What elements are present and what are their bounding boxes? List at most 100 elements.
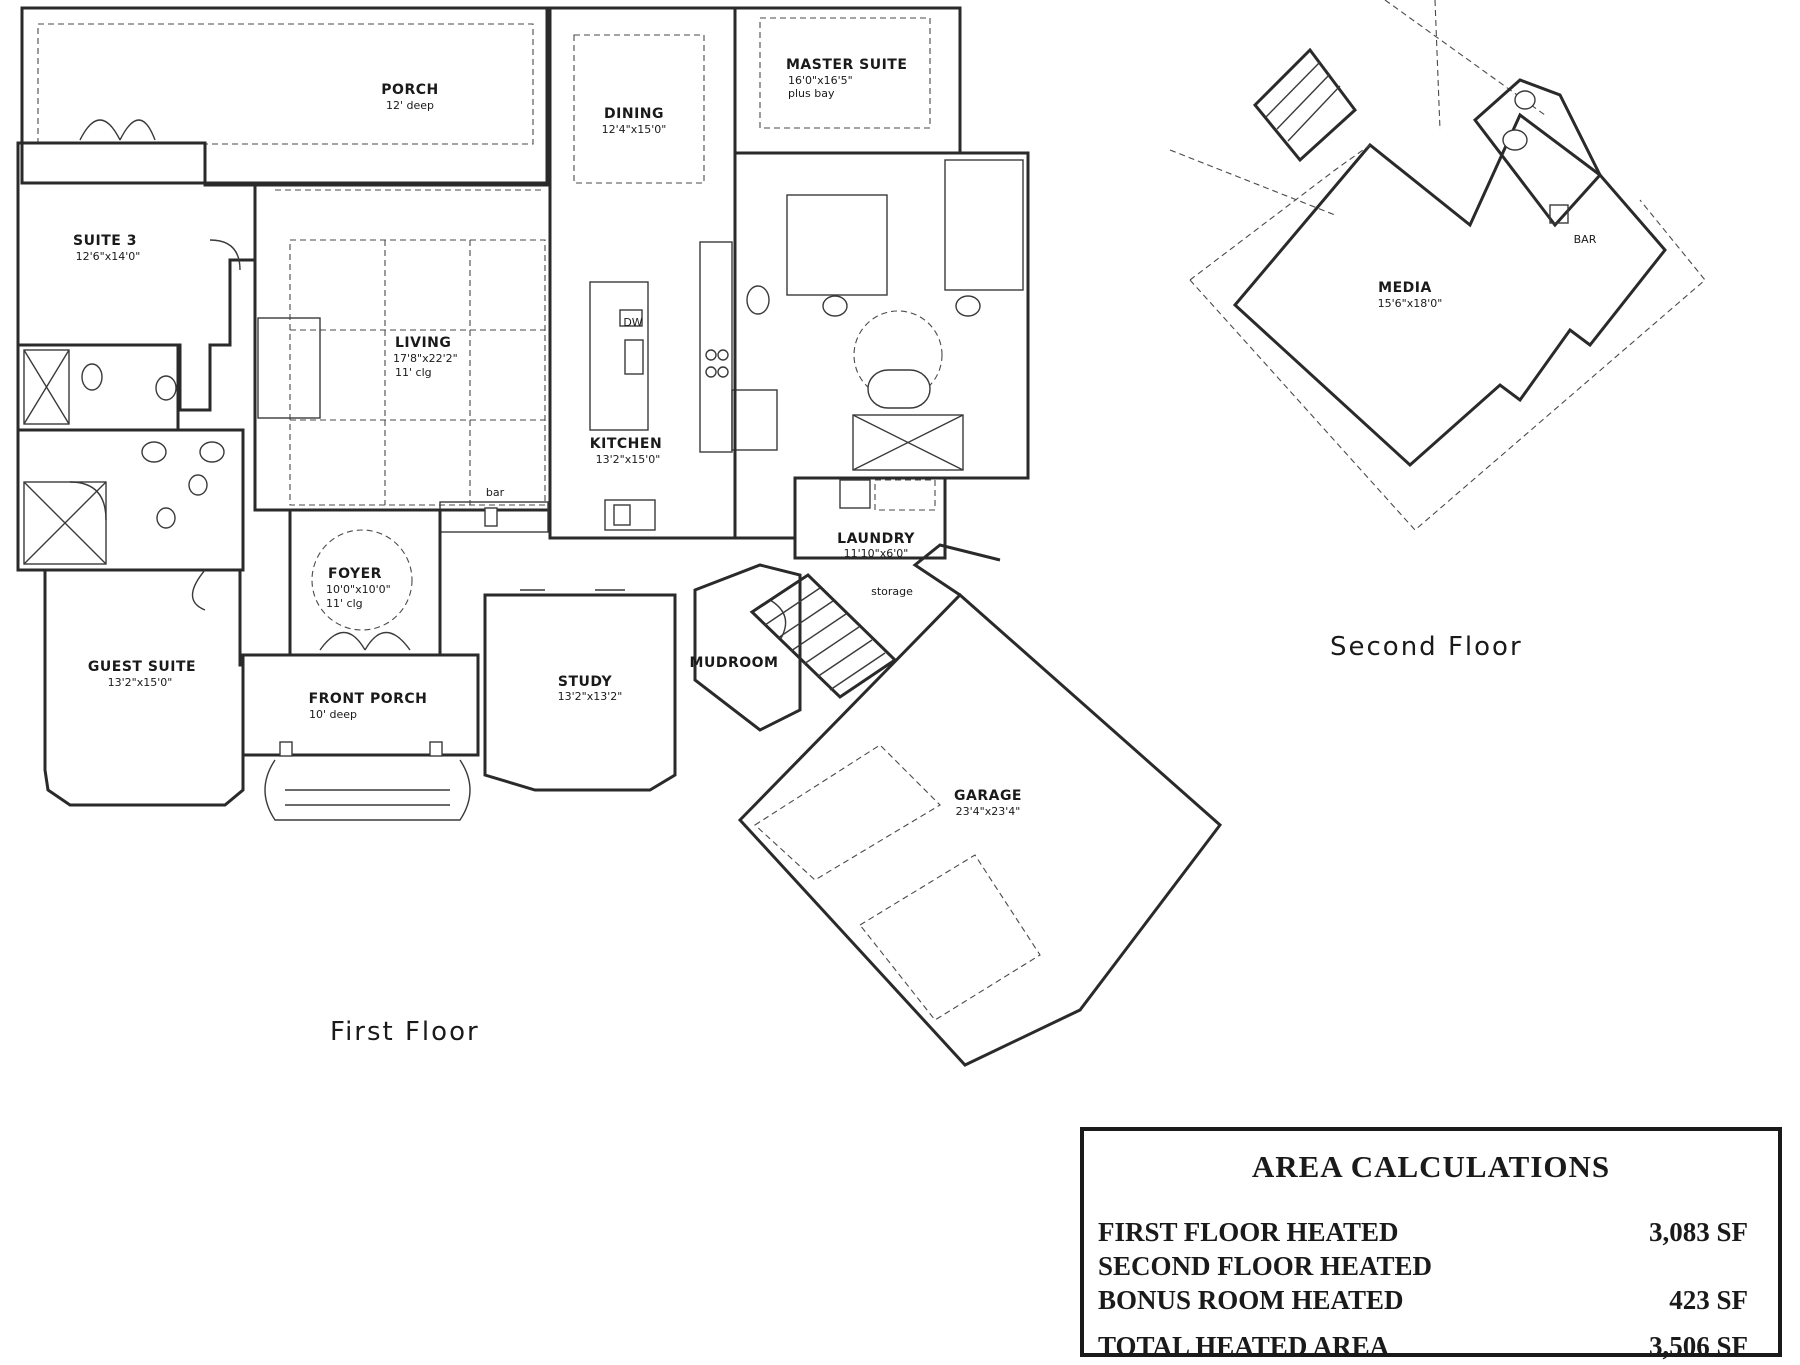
sink-icon [624,339,644,375]
front-porch-outline [241,653,480,757]
room-name-mudroom: MUDROOM [690,655,779,671]
first-floor-plan [16,6,1223,1067]
parking-space-2 [859,854,1041,1021]
toilet-icon [746,285,770,315]
area-row-second-floor: SECOND FLOOR HEATED [1098,1251,1748,1285]
room-name-porch: PORCH [381,82,438,98]
room-dims-dining: 12'4"x15'0" [602,123,667,136]
kitchen-counter-low [604,499,656,531]
range-icon [705,349,729,378]
area-row-value: 3,083 SF [1648,1217,1748,1247]
second-floor-bath-outline [1472,78,1602,228]
area-row-bonus-room: BONUS ROOM HEATED 423 SF [1098,1285,1748,1319]
guest-suite-outline [43,568,245,807]
room-name-front-porch: FRONT PORCH [309,691,428,707]
area-calculations-title: AREA CALCULATIONS [1251,1149,1611,1184]
second-floor-plan [1169,0,1706,531]
sink-icon [188,474,208,496]
storage-outline [912,543,1001,597]
room-name-foyer: FOYER [328,566,382,582]
room-dims-guest-suite: 13'2"x15'0" [108,676,173,689]
room-dims-media: 15'6"x18'0" [1378,297,1443,310]
area-row-total: TOTAL HEATED AREA 3,506 SF [1098,1331,1748,1365]
porch-outline [20,6,549,185]
sink-icon [155,375,177,401]
room-name-suite-3: SUITE 3 [73,233,137,249]
room-name-study: STUDY [558,674,613,690]
storage-label: storage [871,585,913,598]
sink-icon [822,295,848,317]
sink-icon [156,507,176,529]
room-name-guest-suite: GUEST SUITE [88,659,196,675]
garage-outline [737,592,1223,1067]
closet-1 [786,194,888,296]
room-name-laundry: LAUNDRY [837,531,915,547]
dishwasher-icon [619,309,643,327]
room-dims-study: 13'2"x13'2" [558,690,623,703]
second-floor-stairs-icon [1252,47,1358,163]
second-floor-label: Second Floor [1330,632,1523,662]
bar-label: bar [486,486,505,499]
washer-icon [839,479,871,509]
room-note-master-suite: plus bay [788,87,835,100]
dishwasher-label: DW [623,316,642,329]
porch-double-door [79,119,156,141]
sink-icon [955,295,981,317]
suite-3-door-swing [209,239,241,271]
tub-surround [853,310,943,400]
porch-ceiling-outline [37,23,534,145]
guest-suite-door [191,569,206,611]
master-shower [852,414,964,471]
room-dims-front-porch: 10' deep [309,708,357,721]
foyer-ceiling [311,529,413,631]
room-dims-kitchen: 13'2"x15'0" [596,453,661,466]
room-dims-foyer: 10'0"x10'0" [326,583,391,596]
shower-1 [23,349,70,425]
room-name-dining: DINING [604,106,664,122]
room-dims-laundry: 11'10"x6'0" [844,547,909,560]
area-row-label: TOTAL HEATED AREA [1098,1331,1390,1361]
room-note-foyer: 11' clg [326,597,363,610]
toilet-icon [141,441,167,463]
fireplace-icon [257,317,321,419]
area-row-label: FIRST FLOOR HEATED [1098,1217,1399,1247]
pantry [731,389,778,451]
area-row-value: 423 SF [1669,1285,1748,1315]
room-dims-garage: 23'4"x23'4" [956,805,1021,818]
second-floor-bar-label: BAR [1574,233,1597,246]
room-labels: PORCH 12' deep DINING 12'4"x15'0" MASTER… [73,57,1597,1047]
room-name-master-suite: MASTER SUITE [786,57,907,73]
laundry-outline [793,476,947,560]
parking-space-1 [754,744,941,881]
closet-2 [944,159,1024,291]
dining-ceiling-outline [573,34,705,184]
living-ceiling-grid [275,189,546,506]
bathtub-icon [867,369,931,409]
laundry-counter [874,479,936,511]
room-dims-master-suite: 16'0"x16'5" [788,74,853,87]
area-row-first-floor: FIRST FLOOR HEATED 3,083 SF [1098,1217,1748,1251]
sink-icon [1514,90,1536,110]
room-dims-porch: 12' deep [386,99,434,112]
toilet-icon [81,363,103,391]
toilet-icon [199,441,225,463]
area-calculations-table: AREA CALCULATIONS FIRST FLOOR HEATED 3,0… [1080,1127,1782,1361]
master-ceiling-outline [759,17,931,129]
toilet-icon [1502,129,1528,151]
room-name-media: MEDIA [1378,280,1432,296]
first-floor-label: First Floor [330,1017,480,1047]
master-bath-outline [733,151,1030,540]
room-dims-suite-3: 12'6"x14'0" [76,250,141,263]
suite-3-outline [16,141,257,412]
room-dims-living: 17'8"x22'2" [393,352,458,365]
front-steps [264,759,471,821]
area-row-value: 3,506 SF [1648,1331,1748,1361]
second-floor-roofline [1189,144,1706,531]
area-row-label: BONUS ROOM HEATED [1098,1285,1404,1315]
room-name-living: LIVING [395,335,451,351]
mudroom-outline [693,563,802,732]
room-name-garage: GARAGE [954,788,1022,804]
room-note-living: 11' clg [395,366,432,379]
media-room-outline [1232,112,1667,468]
